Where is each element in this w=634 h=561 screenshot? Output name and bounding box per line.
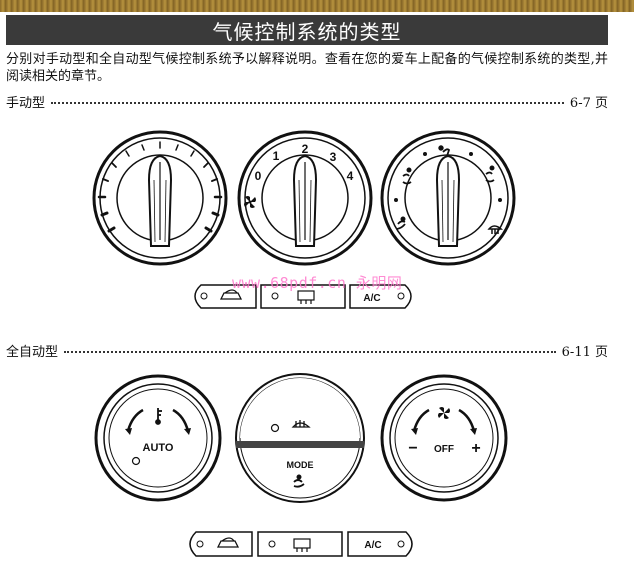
vent-floor-defrost-icon bbox=[485, 165, 495, 183]
fan-decrease: − bbox=[408, 440, 417, 457]
knob-grip bbox=[147, 154, 173, 247]
vent-bilevel-icon bbox=[402, 167, 412, 185]
auto-label: AUTO bbox=[143, 442, 174, 454]
divider-bar bbox=[236, 441, 364, 448]
defrost-mode-dial: MODE bbox=[235, 373, 365, 503]
intro-paragraph: 分别对手动型和全自动型气候控制系统予以解释说明。查看在您的爱车上配备的气候控制系… bbox=[6, 52, 608, 84]
knob-grip bbox=[435, 154, 461, 247]
fan-speed-knob[interactable]: 0 1 2 3 4 bbox=[237, 130, 373, 266]
fan-speed-4: 4 bbox=[347, 169, 354, 183]
fan-speed-0: 0 bbox=[255, 169, 262, 183]
mode-label: MODE bbox=[287, 460, 314, 470]
fan-speed-1: 1 bbox=[273, 149, 280, 163]
mode-button[interactable]: MODE bbox=[287, 460, 314, 488]
recirculation-icon bbox=[216, 537, 240, 548]
ac-button-label: A/C bbox=[364, 540, 381, 551]
manual-button-bar: A/C bbox=[194, 284, 412, 309]
toc-label: 全自动型 bbox=[6, 345, 59, 360]
toc-entry-manual[interactable]: 手动型 6-7 页 bbox=[6, 92, 608, 111]
mode-dots bbox=[394, 152, 502, 202]
auto-control-panel: AUTO MODE bbox=[94, 373, 508, 557]
front-defrost-button[interactable] bbox=[240, 378, 360, 438]
temperature-auto-dial[interactable]: AUTO bbox=[94, 374, 222, 502]
fan-icon bbox=[438, 407, 450, 419]
front-defrost-icon bbox=[291, 420, 311, 428]
off-label: OFF bbox=[434, 444, 454, 455]
recirculation-icon bbox=[219, 289, 243, 300]
fan-speed-3: 3 bbox=[330, 150, 337, 164]
temperature-knob[interactable] bbox=[92, 130, 228, 266]
thermometer-icon bbox=[155, 408, 162, 425]
toc-entry-auto[interactable]: 全自动型 6-11 页 bbox=[6, 341, 608, 360]
ac-button-label: A/C bbox=[363, 293, 380, 304]
defrost-icon bbox=[487, 225, 504, 234]
temperature-scale-ticks bbox=[97, 141, 223, 233]
rear-defrost-button[interactable] bbox=[260, 284, 346, 309]
fan-speed-dial[interactable]: − OFF + bbox=[380, 374, 508, 502]
toc-page: 6-7 页 bbox=[569, 96, 608, 111]
watermark: www.68pdf.cn 永明网 bbox=[232, 274, 403, 292]
section-title: 气候控制系统的类型 bbox=[6, 15, 608, 45]
fan-icon bbox=[244, 196, 256, 208]
airflow-mode-icon bbox=[293, 474, 305, 488]
top-decorative-strip bbox=[0, 0, 634, 12]
rear-defrost-button[interactable] bbox=[257, 531, 343, 557]
rear-defrost-icon bbox=[297, 290, 315, 304]
auto-button-bar: A/C bbox=[189, 531, 413, 557]
dot-leader bbox=[64, 351, 556, 353]
ac-button[interactable] bbox=[347, 531, 413, 557]
toc-label: 手动型 bbox=[6, 96, 46, 111]
recirculation-button[interactable] bbox=[195, 285, 255, 308]
knob-grip bbox=[292, 154, 318, 247]
rear-defrost-icon bbox=[293, 538, 311, 552]
vent-face-icon bbox=[438, 145, 451, 157]
toc-page: 6-11 页 bbox=[561, 345, 608, 360]
dot-leader bbox=[51, 102, 564, 104]
recirculation-button[interactable] bbox=[189, 531, 253, 557]
fan-increase: + bbox=[471, 440, 480, 457]
ac-button[interactable] bbox=[349, 284, 412, 309]
manual-control-panel: 0 1 2 3 4 bbox=[92, 130, 516, 309]
vent-floor-icon bbox=[396, 216, 406, 230]
auto-indicator bbox=[131, 456, 141, 466]
airflow-mode-knob[interactable] bbox=[380, 130, 516, 266]
fan-speed-2: 2 bbox=[302, 142, 309, 156]
